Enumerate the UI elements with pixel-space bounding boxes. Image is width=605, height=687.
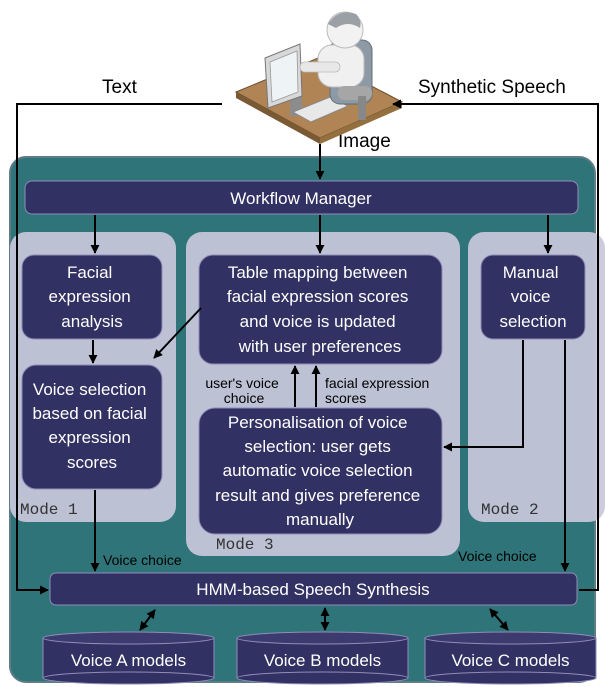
- voice-c-models-label: Voice C models: [451, 651, 569, 670]
- user-at-computer-icon: [234, 11, 404, 144]
- voice-b-models: Voice B models: [236, 631, 409, 685]
- hmm-label: HMM-based Speech Synthesis: [196, 580, 429, 599]
- image-label: Image: [338, 131, 391, 152]
- facial-analysis-box: [21, 254, 163, 340]
- mode1-label: Mode 1: [20, 501, 78, 519]
- voice-choice-left-label: Voice choice: [103, 552, 182, 568]
- voice-a-models-label: Voice A models: [71, 651, 186, 670]
- connectors: [16, 99, 599, 631]
- voice-selection-label: Voice selection based on facial expressi…: [32, 380, 151, 472]
- mode3-label: Mode 3: [216, 536, 274, 554]
- hmm-bar: [49, 572, 578, 606]
- mode2-label: Mode 2: [481, 501, 539, 519]
- facial-analysis-label: Facial expression analysis: [49, 263, 136, 331]
- voice-a-models: Voice A models: [42, 631, 215, 685]
- workflow-manager-label: Workflow Manager: [230, 189, 372, 208]
- voice-choice-right-label: Voice choice: [458, 548, 537, 564]
- manual-selection-box: [480, 254, 586, 340]
- voice-c-models: Voice C models: [424, 631, 597, 685]
- personalisation-label: Personalisation of voice selection: user…: [215, 413, 425, 529]
- table-mapping-label: Table mapping between facial expression …: [227, 263, 413, 356]
- text-label: Text: [102, 77, 138, 98]
- facial-expression-scores-label: facial expression scores: [325, 375, 433, 406]
- workflow-manager-bar: [24, 180, 579, 215]
- synthetic-speech-label: Synthetic Speech: [418, 77, 566, 98]
- users-voice-choice-label: user's voice choice: [205, 375, 282, 406]
- manual-selection-label: Manual voice selection: [499, 263, 566, 331]
- voice-selection-box: [21, 364, 163, 490]
- personalisation-box: [198, 407, 443, 535]
- voice-b-models-label: Voice B models: [264, 651, 381, 670]
